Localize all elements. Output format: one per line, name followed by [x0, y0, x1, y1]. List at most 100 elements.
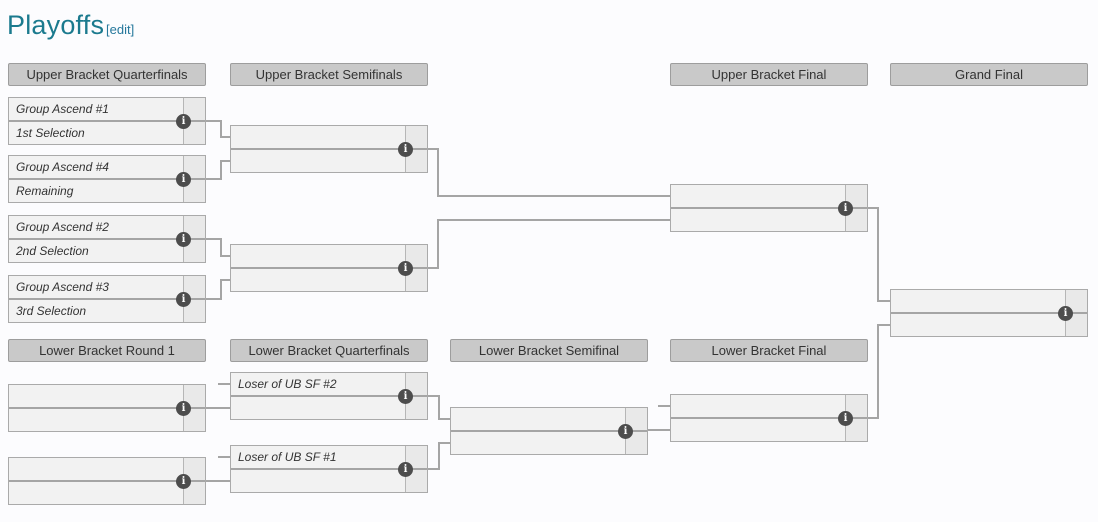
info-icon[interactable]: i [176, 474, 191, 489]
score-cell [405, 245, 427, 267]
score-cell [183, 156, 205, 178]
round-header-lower-bracket-quarterfinals: Lower Bracket Quarterfinals [230, 339, 428, 362]
round-header-lower-bracket-round-1: Lower Bracket Round 1 [8, 339, 206, 362]
match-ub-sf-1: i [230, 125, 428, 173]
match-grand-final: i [890, 289, 1088, 337]
connector-line [868, 417, 879, 419]
score-cell [625, 408, 647, 430]
match-divider [9, 178, 205, 180]
round-header-upper-bracket-quarterfinals: Upper Bracket Quarterfinals [8, 63, 206, 86]
team-slot [671, 419, 845, 441]
connector-line [206, 178, 222, 180]
info-icon[interactable]: i [176, 232, 191, 247]
team-slot [9, 409, 183, 431]
team-slot [671, 185, 845, 207]
team-slot: 2nd Selection [16, 244, 89, 258]
team-slot: Group Ascend #2 [16, 220, 109, 234]
round-header-lower-bracket-semifinal: Lower Bracket Semifinal [450, 339, 648, 362]
team-slot [671, 209, 845, 231]
info-icon[interactable]: i [398, 142, 413, 157]
score-cell [183, 276, 205, 298]
connector-line [220, 160, 230, 162]
match-divider [9, 407, 205, 409]
match-divider [9, 238, 205, 240]
info-icon[interactable]: i [398, 389, 413, 404]
connector-line [437, 219, 670, 221]
match-ub-qf-2: Group Ascend #4 Remaining i [8, 155, 206, 203]
connector-line [877, 300, 890, 302]
connector-line [438, 442, 440, 470]
team-slot [231, 470, 405, 492]
page-title: Playoffs [7, 10, 105, 40]
connector-line [220, 279, 230, 281]
score-cell [183, 216, 205, 238]
info-icon[interactable]: i [618, 424, 633, 439]
team-slot [231, 245, 405, 267]
connector-line [428, 468, 440, 470]
edit-link[interactable]: [edit] [106, 22, 135, 37]
team-slot [451, 408, 625, 430]
score-cell [405, 150, 427, 172]
team-slot: 3rd Selection [16, 304, 87, 318]
match-divider [231, 267, 427, 269]
score-cell [845, 419, 867, 441]
score-cell [1065, 314, 1087, 336]
connector-stub [218, 383, 230, 385]
info-icon[interactable]: i [398, 462, 413, 477]
score-cell [405, 126, 427, 148]
match-lb-semifinal: i [450, 407, 648, 455]
connector-line [206, 480, 230, 482]
connector-line [220, 136, 230, 138]
team-slot [231, 150, 405, 172]
info-icon[interactable]: i [176, 292, 191, 307]
connector-stub [218, 456, 230, 458]
score-cell [183, 122, 205, 144]
team-slot [9, 482, 183, 504]
team-slot [891, 290, 1065, 312]
connector-line [437, 195, 670, 197]
score-cell [183, 482, 205, 504]
connector-line [206, 298, 222, 300]
match-ub-final: i [670, 184, 868, 232]
match-ub-qf-4: Group Ascend #3 3rd Selection i [8, 275, 206, 323]
match-divider [451, 430, 647, 432]
match-lb-r1-1: i [8, 384, 206, 432]
score-cell [405, 470, 427, 492]
connector-line [428, 267, 439, 269]
info-icon[interactable]: i [176, 172, 191, 187]
score-cell [405, 397, 427, 419]
score-cell [625, 432, 647, 454]
connector-line [220, 255, 230, 257]
info-icon[interactable]: i [838, 411, 853, 426]
info-icon[interactable]: i [1058, 306, 1073, 321]
match-divider [9, 120, 205, 122]
connector-line [428, 148, 439, 150]
connector-line [220, 120, 222, 138]
connector-line [877, 207, 879, 302]
match-lb-qf-1: Loser of UB SF #2 i [230, 372, 428, 420]
match-lb-final: i [670, 394, 868, 442]
score-cell [1065, 290, 1087, 312]
match-ub-qf-1: Group Ascend #1 1st Selection i [8, 97, 206, 145]
match-divider [9, 480, 205, 482]
info-icon[interactable]: i [176, 401, 191, 416]
info-icon[interactable]: i [838, 201, 853, 216]
match-divider [9, 298, 205, 300]
match-ub-sf-2: i [230, 244, 428, 292]
connector-line [648, 429, 670, 431]
connector-stub [658, 405, 670, 407]
round-header-upper-bracket-final: Upper Bracket Final [670, 63, 868, 86]
score-cell [405, 373, 427, 395]
connector-line [220, 238, 222, 257]
info-icon[interactable]: i [176, 114, 191, 129]
connector-line [220, 279, 222, 300]
score-cell [183, 98, 205, 120]
match-divider [671, 207, 867, 209]
team-slot [451, 432, 625, 454]
connector-line [206, 407, 230, 409]
team-slot: Loser of UB SF #2 [238, 377, 337, 391]
connector-line [868, 207, 879, 209]
score-cell [405, 446, 427, 468]
info-icon[interactable]: i [398, 261, 413, 276]
